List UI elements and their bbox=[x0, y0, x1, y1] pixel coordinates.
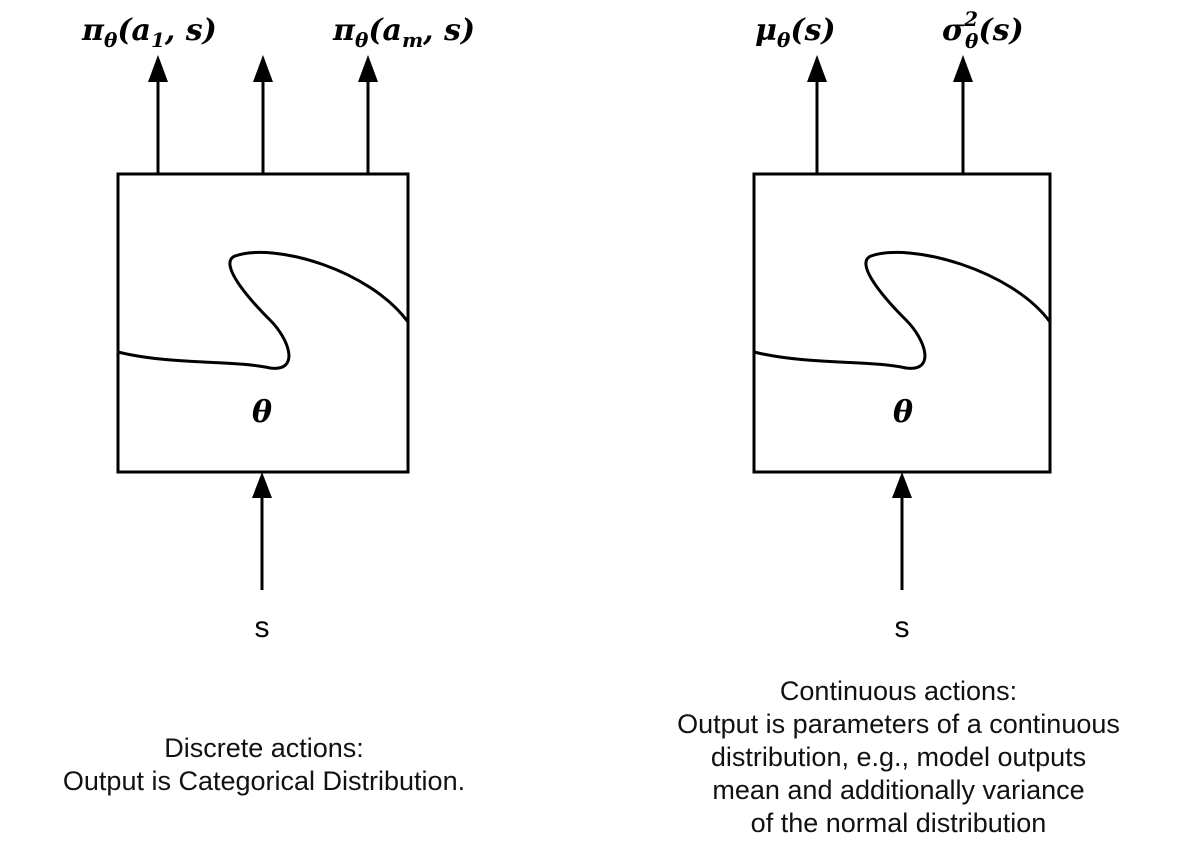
left-nonlinearity-curve bbox=[117, 250, 410, 370]
right-caption-line: mean and additionally variance bbox=[712, 775, 1085, 805]
left-output-arrow-2 bbox=[253, 55, 273, 174]
left-caption: Discrete actions: Output is Categorical … bbox=[0, 732, 528, 798]
right-caption-line: distribution, e.g., model outputs bbox=[710, 742, 1087, 772]
right-nonlinearity-curve bbox=[753, 250, 1052, 370]
right-output-arrow-variance bbox=[953, 55, 973, 174]
left-output-label-last: πθ(am, s) bbox=[332, 13, 475, 52]
left-output-arrow-3 bbox=[358, 55, 378, 174]
right-caption-line: Continuous actions: bbox=[779, 676, 1018, 706]
right-input-arrow bbox=[892, 472, 912, 590]
right-output-arrow-mean bbox=[807, 55, 827, 174]
left-output-arrow-1 bbox=[148, 55, 168, 174]
right-caption: Continuous actions: Output is parameters… bbox=[600, 675, 1197, 840]
right-caption-line: Output is parameters of a continuous bbox=[677, 709, 1120, 739]
right-theta-label: θ bbox=[893, 395, 913, 430]
left-output-label-first: πθ(a1, s) bbox=[81, 13, 217, 52]
left-caption-line: Discrete actions: bbox=[164, 733, 364, 763]
right-input-label: s bbox=[895, 611, 910, 644]
left-theta-label: θ bbox=[252, 395, 272, 430]
right-output-label-mean: μθ(s) bbox=[755, 13, 836, 52]
left-network: θ s πθ(a1, s) πθ(am, s) bbox=[81, 13, 475, 644]
right-caption-line: of the normal distribution bbox=[750, 808, 1047, 838]
left-input-arrow bbox=[252, 472, 272, 590]
left-caption-line: Output is Categorical Distribution. bbox=[62, 766, 466, 796]
left-input-label: s bbox=[255, 611, 270, 644]
